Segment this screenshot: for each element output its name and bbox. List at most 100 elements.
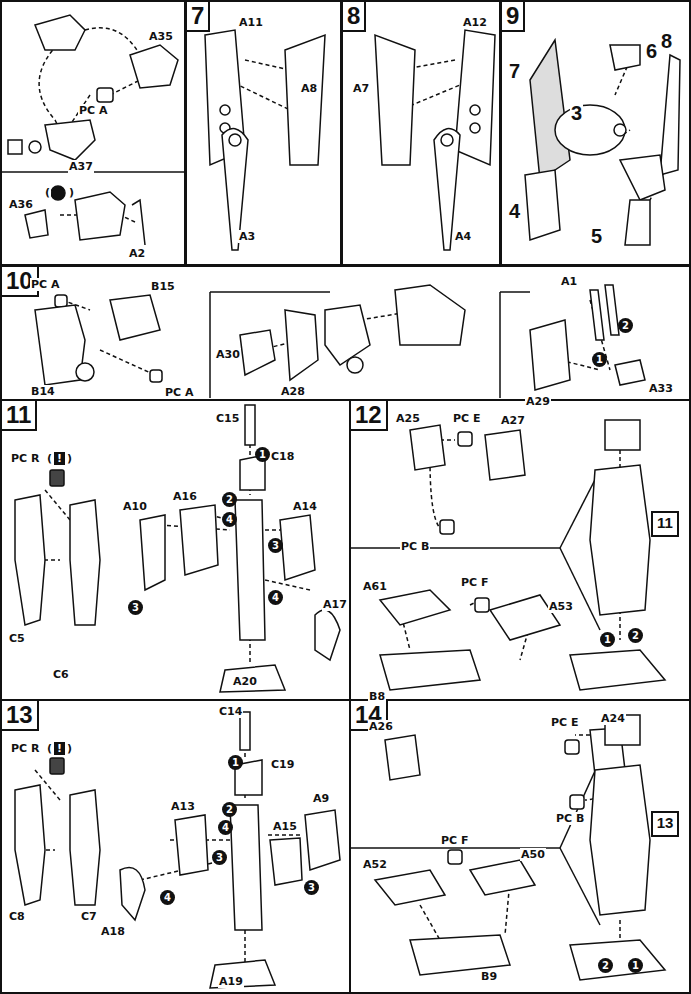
part-label: A52: [362, 858, 388, 871]
part-label: (: [44, 186, 51, 199]
part-label: A12: [462, 16, 488, 29]
sequence-number: 4: [160, 890, 175, 905]
sequence-number: 2: [618, 318, 633, 333]
sub-assembly-ref: 13: [651, 811, 679, 837]
part-label: A61: [362, 580, 388, 593]
sequence-number: 1: [255, 447, 270, 462]
step-number: 12: [351, 401, 388, 431]
sequence-number: 1: [628, 958, 643, 973]
part-label: C19: [270, 758, 295, 771]
sequence-number: 2: [222, 802, 237, 817]
assembly-number: 3: [570, 102, 583, 124]
part-label: A14: [292, 500, 318, 513]
part-label: A11: [238, 16, 264, 29]
sequence-number: 1: [592, 352, 607, 367]
part-label: C8: [8, 910, 26, 923]
part-label: ): [66, 452, 73, 465]
part-label: A20: [232, 675, 258, 688]
part-label: A50: [520, 848, 546, 861]
part-label: A17: [322, 598, 348, 611]
part-label: A18: [100, 925, 126, 938]
part-label: PC R: [10, 452, 40, 465]
sequence-number: 2: [222, 492, 237, 507]
part-label: A36: [8, 198, 34, 211]
part-label: PC E: [452, 412, 481, 425]
step-panel: 11: [0, 399, 351, 701]
part-label: A26: [368, 720, 394, 733]
part-label: A15: [272, 820, 298, 833]
part-label: A28: [280, 385, 306, 398]
step-panel: 8: [341, 0, 501, 266]
sequence-number: 1: [228, 755, 243, 770]
part-label: (: [46, 742, 53, 755]
part-label: B8: [368, 690, 386, 703]
sub-assembly-ref: 11: [651, 511, 679, 537]
part-label: A13: [170, 800, 196, 813]
step-number: 13: [2, 701, 39, 731]
assembly-number: 6: [645, 40, 658, 62]
part-label: PC F: [440, 834, 469, 847]
part-label: C18: [270, 450, 295, 463]
assembly-number: 7: [508, 60, 521, 82]
step-number: 9: [502, 2, 525, 32]
part-label: A10: [122, 500, 148, 513]
ref-number: 11: [653, 513, 677, 533]
part-label: PC R: [10, 742, 40, 755]
part-label: A33: [648, 382, 674, 395]
sequence-number: 3: [304, 880, 319, 895]
part-label: A8: [300, 82, 318, 95]
part-label: A53: [548, 600, 574, 613]
part-label: PC A: [164, 386, 194, 399]
part-label: A2: [128, 247, 146, 260]
part-label: A27: [500, 414, 526, 427]
part-label: C6: [52, 668, 70, 681]
part-label: A30: [215, 348, 241, 361]
caution-mark: !: [54, 452, 65, 465]
part-label: B15: [150, 280, 176, 293]
part-label: PC E: [550, 716, 579, 729]
part-label: (: [46, 452, 53, 465]
step-panel: 1413: [349, 699, 691, 994]
part-label: A35: [148, 30, 174, 43]
part-label: A7: [352, 82, 370, 95]
part-label: C14: [218, 705, 243, 718]
sequence-number: 2: [598, 958, 613, 973]
part-label: C5: [8, 632, 26, 645]
sequence-number: 3: [212, 850, 227, 865]
part-label: A1: [560, 275, 578, 288]
ref-number: 13: [653, 813, 677, 833]
part-label: B9: [480, 970, 498, 983]
step-number: 7: [187, 2, 210, 32]
step-panel: 7: [185, 0, 342, 266]
assembly-number: 8: [660, 30, 673, 52]
part-label: A16: [172, 490, 198, 503]
part-label: A4: [454, 230, 472, 243]
step-number: 11: [2, 401, 37, 431]
part-label: A19: [218, 975, 244, 988]
part-label: PC B: [555, 812, 585, 825]
part-label: A29: [525, 395, 551, 408]
step-number: 8: [343, 2, 366, 32]
sequence-number: 2: [628, 628, 643, 643]
assembly-number: 5: [590, 225, 603, 247]
part-label: ): [68, 186, 75, 199]
part-label: C7: [80, 910, 98, 923]
part-label: PC B: [400, 540, 430, 553]
part-label: A25: [395, 412, 421, 425]
sequence-number: 4: [218, 820, 233, 835]
part-label: A3: [238, 230, 256, 243]
part-label: PC A: [78, 104, 108, 117]
part-label: A9: [312, 792, 330, 805]
part-label: PC F: [460, 576, 489, 589]
assembly-number: 4: [508, 200, 521, 222]
sequence-number: 4: [268, 590, 283, 605]
sequence-number: 3: [268, 538, 283, 553]
sequence-number: 3: [128, 600, 143, 615]
part-label: C15: [215, 412, 240, 425]
part-label: B14: [30, 385, 56, 398]
step-panel: 10: [0, 265, 691, 401]
part-label: A24: [600, 712, 626, 725]
part-label: A37: [68, 160, 94, 173]
part-label: ): [66, 742, 73, 755]
